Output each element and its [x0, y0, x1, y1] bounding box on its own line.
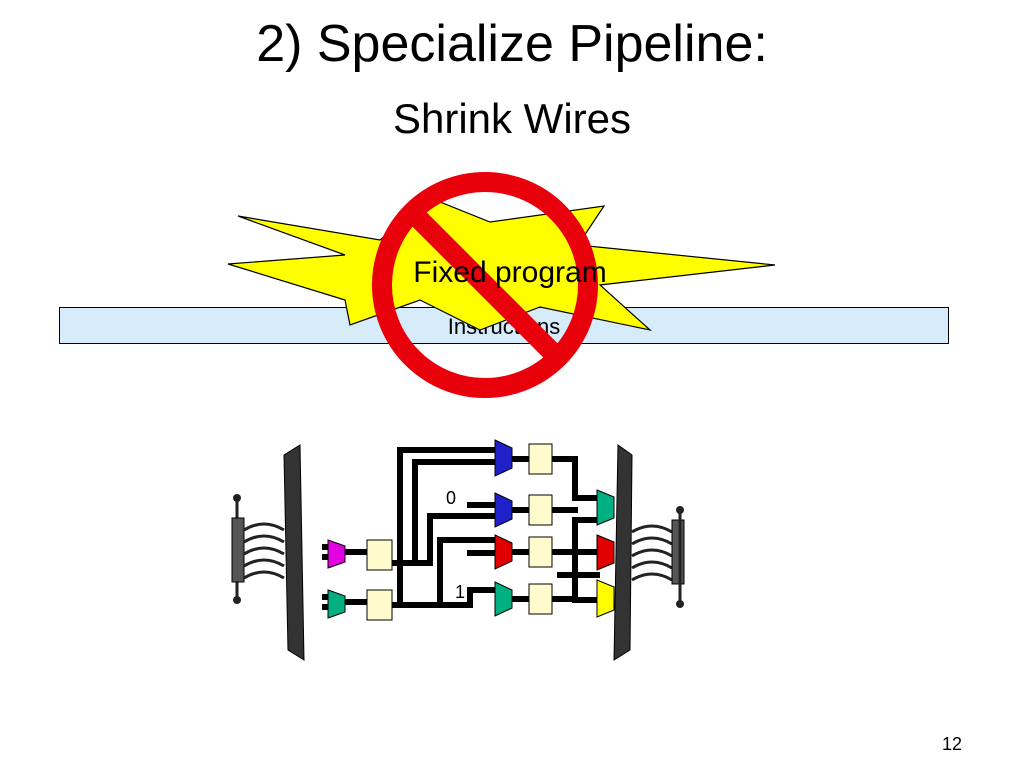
alu-yellow — [596, 579, 615, 618]
slide-title: 2) Specialize Pipeline: — [256, 15, 768, 73]
instructions-bar: Instructions — [59, 307, 949, 344]
alu-red — [596, 534, 615, 571]
fixed-program-label: Fixed program — [413, 256, 607, 289]
mux-red — [494, 534, 513, 570]
mux-teal-mid — [494, 581, 513, 617]
burst-shape — [227, 197, 776, 332]
register — [528, 494, 553, 526]
slide-subtitle: Shrink Wires — [392, 95, 632, 142]
register — [528, 583, 553, 615]
mux-blue-top — [494, 439, 513, 477]
vise-clamp-icon — [231, 444, 305, 661]
vise-clamp-icon — [613, 444, 685, 661]
register — [528, 536, 553, 568]
alu-teal — [596, 489, 615, 526]
mux-teal — [327, 589, 346, 619]
mux-select-label-1: 1 — [455, 582, 466, 602]
register — [366, 539, 393, 571]
mux-magenta — [327, 539, 346, 569]
mux-select-label-0: 0 — [446, 488, 457, 508]
register — [528, 443, 553, 475]
mux-blue — [494, 492, 513, 528]
page-number: 12 — [941, 734, 962, 754]
prohibition-sign-icon — [372, 172, 598, 398]
register — [366, 589, 393, 621]
pipeline-diagram — [231, 439, 685, 661]
